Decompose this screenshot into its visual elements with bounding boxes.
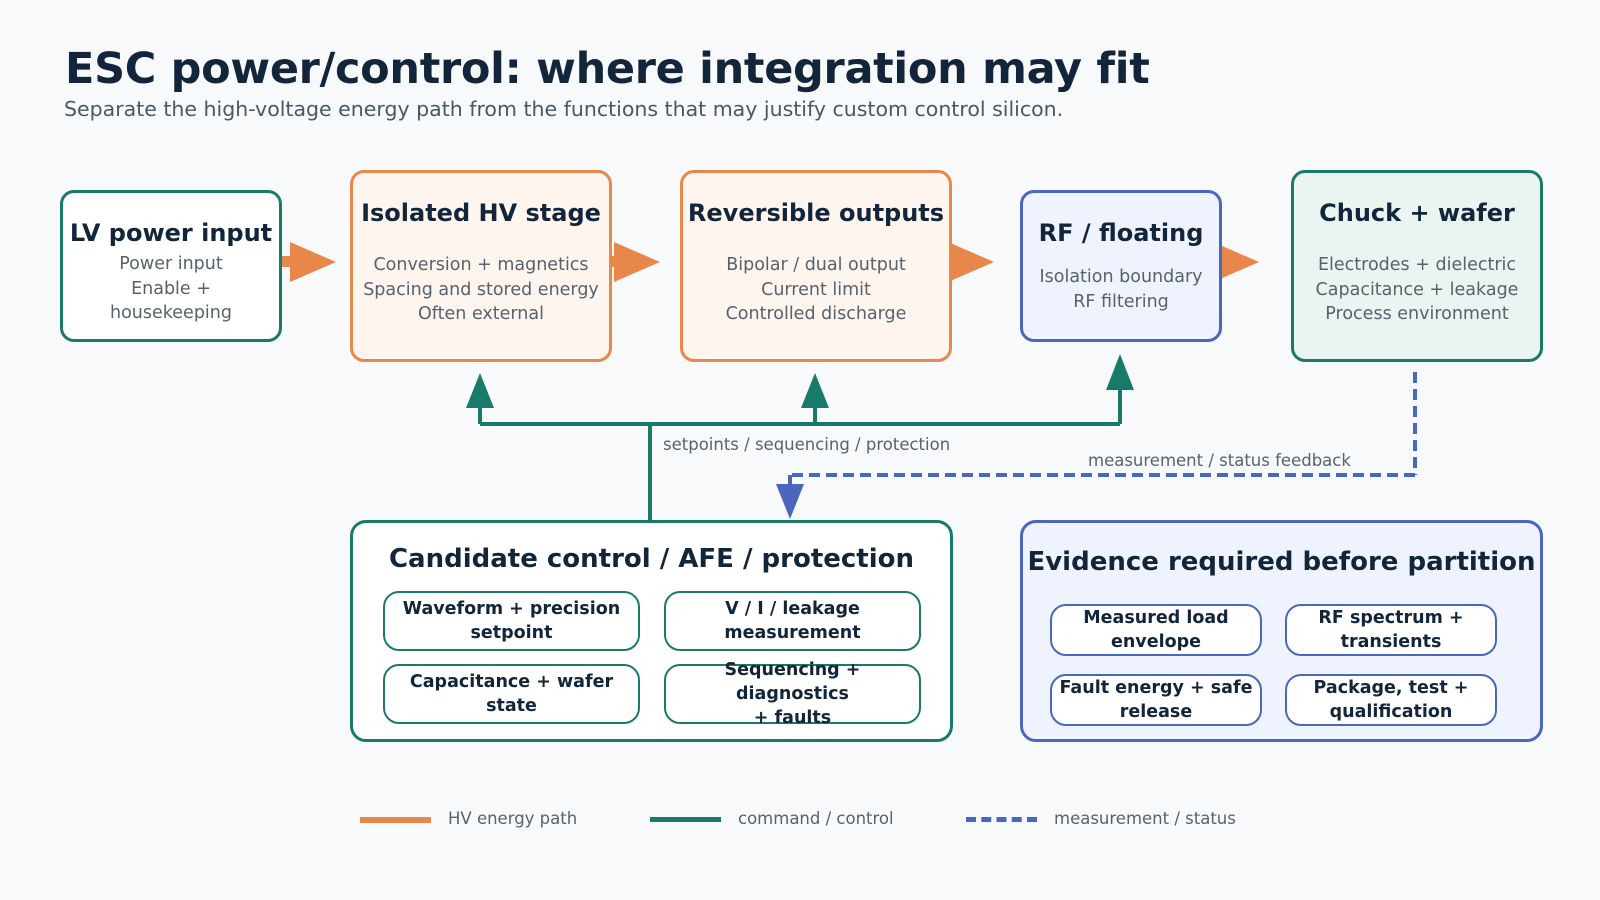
legend-measurement-label: measurement / status [1054,809,1236,828]
node-title: RF / floating [1038,219,1204,247]
node-line: Controlled discharge [725,304,907,324]
node-reversible-outputs: Reversible outputs Bipolar / dual output… [680,170,952,362]
pill-line: release [1119,702,1193,722]
node-title: LV power input [69,219,273,247]
page-subtitle: Separate the high-voltage energy path fr… [64,97,1064,121]
control-item-waveform: Waveform + precision setpoint [383,591,640,651]
pill-line: transients [1340,632,1442,652]
legend-hv-label: HV energy path [448,809,578,828]
control-wires [478,390,1122,520]
pill-line: Capacitance + wafer state [409,672,614,716]
legend-hv-swatch [360,817,431,823]
evidence-panel: Evidence required before partition Measu… [1020,520,1543,742]
page-title: ESC power/control: where integration may… [65,44,1150,94]
node-line: Process environment [1325,304,1509,324]
pill-line: setpoint [470,623,553,643]
evidence-item-load: Measured load envelope [1050,604,1262,656]
evidence-item-package: Package, test + qualification [1285,674,1497,726]
pill-line: Sequencing + diagnostics [724,660,861,704]
node-line: housekeeping [110,303,232,323]
pill-line: Measured load [1083,608,1229,628]
node-chuck-wafer: Chuck + wafer Electrodes + dielectric Ca… [1291,170,1543,362]
node-line: Power input [119,254,223,274]
pill-line: Fault energy + safe [1059,678,1253,698]
node-line: RF filtering [1073,291,1169,312]
node-title: Isolated HV stage [361,199,601,227]
pill-line: envelope [1110,632,1201,652]
panel-title: Evidence required before partition [1027,547,1536,577]
node-line: Often external [418,304,544,324]
control-item-measurement: V / I / leakage measurement [664,591,921,651]
node-isolated-hv-stage: Isolated HV stage Conversion + magnetics… [350,170,612,362]
control-arrowhead-hv [466,373,494,408]
legend-command-swatch [650,817,721,822]
node-rf-floating: RF / floating Isolation boundary RF filt… [1020,190,1222,342]
pill-line: + faults [753,708,832,728]
evidence-item-rf: RF spectrum + transients [1285,604,1497,656]
node-line: Isolation boundary [1039,267,1203,287]
control-afe-panel: Candidate control / AFE / protection Wav… [350,520,953,742]
node-title: Chuck + wafer [1319,199,1515,227]
pill-line: V / I / leakage [725,599,860,619]
pill-line: qualification [1329,702,1453,722]
evidence-item-fault: Fault energy + safe release [1050,674,1262,726]
node-line: Enable + [131,278,211,299]
control-item-capacitance: Capacitance + wafer state [383,664,640,724]
node-title: Reversible outputs [687,199,945,227]
legend-measurement-swatch [966,817,1037,822]
node-line: Electrodes + dielectric [1318,255,1516,275]
node-line: Bipolar / dual output [726,255,906,275]
pill-line: measurement [724,623,861,643]
node-line: Spacing and stored energy [363,279,599,300]
pill-line: Package, test + [1313,678,1469,698]
pill-line: RF spectrum + [1318,608,1464,628]
pill-line: Waveform + precision [402,599,621,619]
control-wire-label: setpoints / sequencing / protection [663,435,951,454]
node-line: Current limit [761,279,871,300]
node-line: Capacitance + leakage [1315,279,1519,300]
feedback-arrowhead [776,484,804,519]
hv-arrow-1 [277,242,336,282]
control-arrowhead-rf [1106,354,1134,390]
control-item-sequencing: Sequencing + diagnostics + faults [664,660,921,728]
feedback-wire-label: measurement / status feedback [1088,451,1351,470]
node-line: Conversion + magnetics [373,255,589,275]
panel-title: Candidate control / AFE / protection [388,544,915,574]
node-lv-power-input: LV power input Power input Enable + hous… [60,190,282,342]
control-arrowhead-outputs [801,373,829,408]
legend-command-label: command / control [738,809,894,828]
